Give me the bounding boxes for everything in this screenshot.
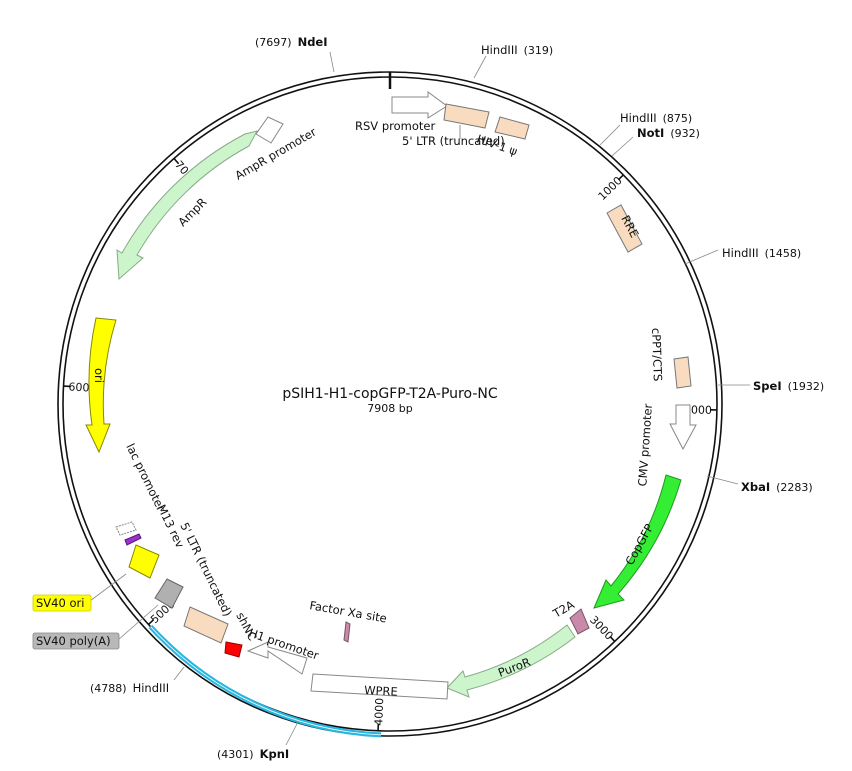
site-hindiii-1458[interactable]: HindIII(1458)	[722, 246, 801, 260]
lac-promoter-arrow[interactable]	[115, 521, 137, 536]
site-hindiii-4788[interactable]: (4788)HindIII	[90, 681, 169, 695]
sv40-polya-box[interactable]	[154, 578, 184, 609]
site-hindiii-319[interactable]: HindIII(319)	[481, 43, 553, 57]
site-xbai[interactable]: XbaI(2283)	[741, 480, 813, 494]
tick-mark	[147, 619, 155, 626]
sv40-ori-callout-label: SV40 ori	[36, 596, 84, 610]
rsv-promoter-label: RSV promoter	[355, 119, 435, 133]
rre-box[interactable]	[606, 204, 643, 253]
site-ndei[interactable]: (7697)NdeI	[255, 35, 328, 49]
site-spei[interactable]: SpeI(1932)	[753, 379, 824, 393]
factor-xa-box[interactable]	[343, 621, 351, 643]
copgfp-arrow[interactable]	[593, 474, 682, 609]
5ltr-top-box[interactable]	[443, 103, 490, 129]
tick-mark	[173, 157, 180, 165]
5ltr-bottom-box[interactable]	[183, 606, 229, 644]
restriction-sites: (7697)NdeI HindIII(319) HindIII(875) Not…	[90, 35, 824, 761]
tick-mark	[617, 174, 624, 181]
ampr-promoter-arrow[interactable]	[255, 116, 284, 144]
5ltr-bottom-label: 5' LTR (truncated)	[177, 520, 235, 618]
puror-arrow[interactable]	[446, 624, 576, 698]
sv40-polya-callout-label: SV40 poly(A)	[36, 634, 111, 648]
hiv1-psi-box[interactable]	[494, 116, 530, 140]
sv40-ori-callout[interactable]	[32, 594, 92, 612]
ori-label: ori	[92, 368, 106, 383]
callouts: SV40 ori SV40 poly(A)	[32, 573, 159, 650]
site-hindiii-875[interactable]: HindIII(875)	[620, 111, 692, 125]
plasmid-name: pSIH1-H1-copGFP-T2A-Puro-NC	[282, 386, 497, 402]
factor-xa-label: Factor Xa site	[308, 598, 387, 625]
site-kpni[interactable]: (4301)KpnI	[217, 747, 289, 761]
sv40-polya-callout[interactable]	[32, 632, 120, 650]
t2a-box[interactable]	[569, 608, 590, 635]
cppt-label: cPPT/CTS	[649, 328, 665, 382]
m13-rev-box[interactable]	[124, 533, 142, 546]
wpre-box[interactable]	[310, 673, 449, 700]
backbone	[57, 71, 723, 738]
wpre-label: WPRE	[364, 683, 398, 699]
5ltr-top-label: 5' LTR (truncated)	[402, 134, 505, 148]
lac-promoter-label: lac promoter	[123, 441, 168, 514]
shnc-box[interactable]	[224, 641, 243, 658]
tick-mark	[609, 635, 616, 643]
tick-label: 2000	[684, 403, 712, 417]
rsv-promoter-arrow[interactable]	[391, 91, 448, 119]
ampr-label: AmpR	[175, 195, 209, 229]
sv40-ori-box[interactable]	[128, 544, 160, 579]
ampr-arrow[interactable]	[116, 130, 258, 281]
ori-arrow[interactable]	[85, 317, 117, 454]
plasmid-size: 7908 bp	[367, 402, 412, 415]
cmv-promoter-arrow[interactable]	[669, 404, 697, 451]
cppt-box[interactable]	[673, 356, 692, 389]
tick-label: 4000	[372, 698, 386, 726]
cmv-promoter-label: CMV promoter	[635, 403, 655, 487]
site-noti[interactable]: NotI(932)	[637, 126, 700, 140]
h1-promoter-arrow[interactable]	[246, 641, 308, 675]
